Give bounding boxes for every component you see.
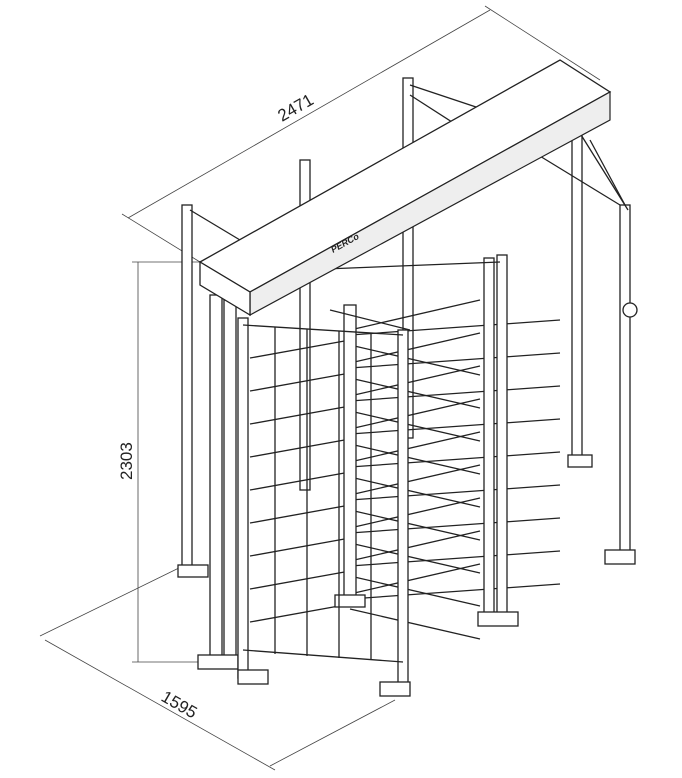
rotor-arm [349,319,561,336]
front-gate [237,317,411,697]
rotor-arm [349,542,481,574]
rotor-arm [249,438,351,458]
rotor-arm [349,410,481,442]
rotor-arm [349,575,481,607]
rotor-arms [249,299,561,640]
rotor-arm [249,372,351,392]
rotor-arm [349,365,481,397]
left-frame [177,204,241,670]
rotor-arm [349,464,481,496]
rotor-arm [349,352,561,369]
rotor-arm [349,550,561,567]
rotor-arm [249,405,351,425]
rotor-arm [349,476,481,508]
rotor-arm [349,530,481,562]
rear-frame [299,77,638,565]
rotor-arm [349,418,561,435]
rotor-arm [349,451,561,468]
rotor-arm [349,443,481,475]
dimension-height-label: 2303 [117,442,136,480]
rotor-arm [349,431,481,463]
rotor-arm [349,497,481,529]
rotor-arm [249,471,351,491]
rotor-arm [349,583,561,600]
rotor-arm [249,504,351,524]
dimension-length-label: 2471 [275,90,317,125]
rotor-arm [349,377,481,409]
rotor-arm [249,537,351,557]
rotor-arm [349,344,481,376]
rotor-arm [249,570,351,590]
rotor-arm [349,385,561,402]
rotor-arm [349,484,561,501]
right-post [477,254,519,627]
top-beam: PERCo [198,59,621,331]
rotor-arm [349,563,481,595]
dimension-width-label: 1595 [158,687,200,722]
rotor-shaft [334,304,366,608]
dimension-height: 2303 [117,261,205,663]
rotor-arm [249,603,351,623]
rotor-arm [349,509,481,541]
rotor-arm [349,299,481,331]
rotor-arm [349,608,481,640]
rotor-arm [349,398,481,430]
rotor-arm [249,339,351,359]
rotor-arm [349,517,561,534]
rotor-arm [349,332,481,364]
